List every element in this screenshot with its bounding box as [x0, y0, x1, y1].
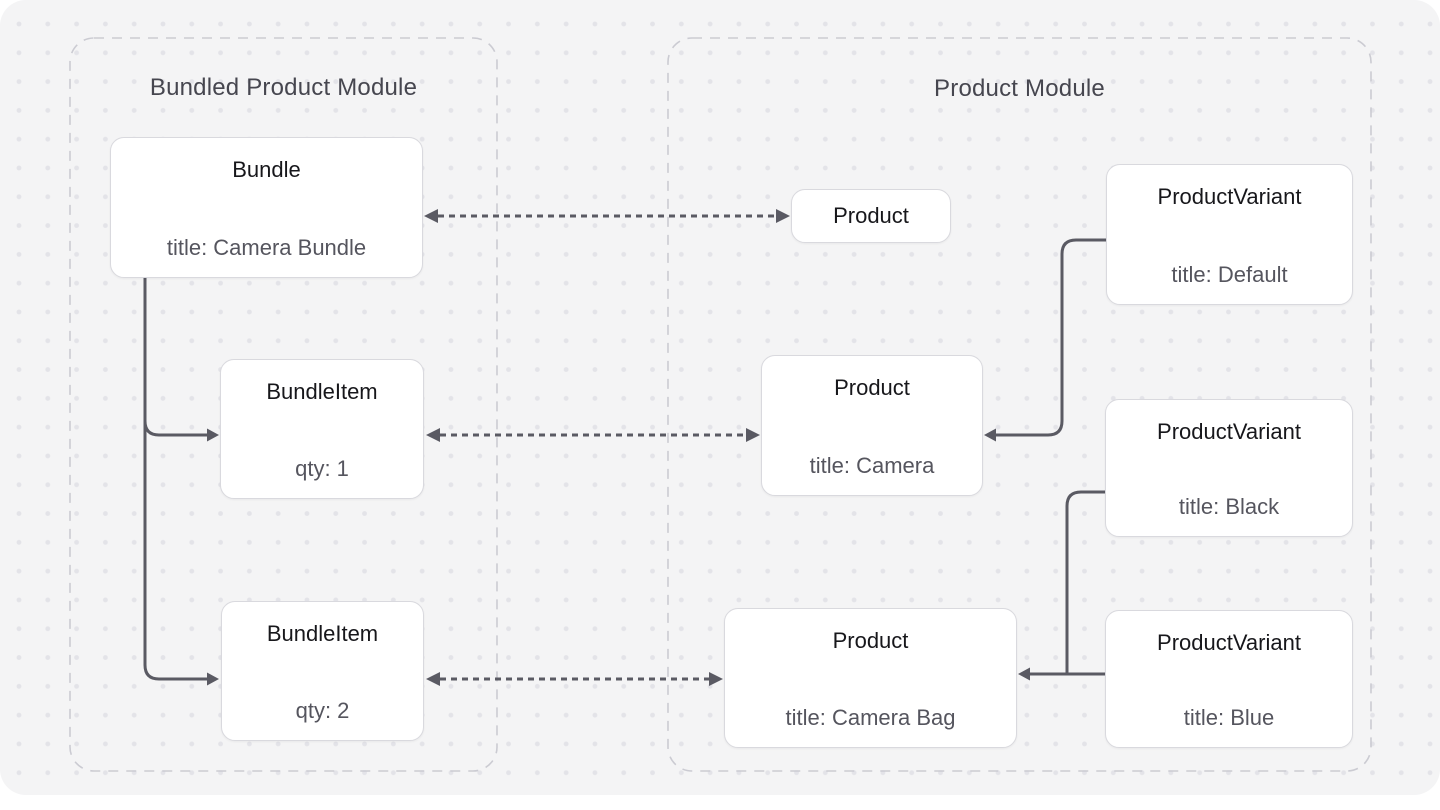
node-bundle: Bundle title: Camera Bundle: [110, 137, 423, 278]
node-title: BundleItem: [266, 379, 378, 404]
node-title: Bundle: [232, 157, 301, 182]
node-subtitle: qty: 1: [295, 456, 349, 481]
bundled-product-module-title: Bundled Product Module: [149, 74, 418, 101]
node-title: BundleItem: [266, 621, 379, 646]
node-subtitle: title: Blue: [1183, 705, 1275, 730]
node-variant-black: ProductVariant title: Black: [1105, 399, 1353, 537]
edge-variantdefault-product-camera: [984, 238, 1106, 442]
node-title: Product: [833, 203, 909, 228]
node-title: Product: [834, 375, 910, 400]
product-module-container: [667, 37, 1372, 772]
node-bundleitem-1: BundleItem qty: 1: [220, 359, 424, 499]
node-subtitle: title: Camera: [809, 453, 935, 478]
node-title: Product: [832, 628, 909, 653]
node-subtitle: title: Default: [1171, 262, 1288, 287]
edge-variantblack-product-camerabag: [1065, 490, 1105, 674]
node-variant-default: ProductVariant title: Default: [1106, 164, 1353, 305]
node-product: Product: [791, 189, 951, 243]
edge-bundleitem2-product-camerabag: [426, 672, 723, 686]
node-product-camerabag: Product title: Camera Bag: [724, 608, 1017, 748]
edge-bundle-bundleitem2: [143, 277, 219, 686]
bundled-product-module-container: [69, 37, 498, 772]
node-subtitle: title: Camera Bag: [785, 705, 956, 730]
edge-bundleitem1-product-camera: [426, 428, 760, 442]
edge-bundle-bundleitem1: [143, 277, 219, 442]
node-subtitle: title: Camera Bundle: [166, 235, 367, 260]
node-variant-blue: ProductVariant title: Blue: [1105, 610, 1353, 748]
node-subtitle: qty: 2: [295, 698, 350, 723]
product-module-title: Product Module: [934, 75, 1105, 102]
node-product-camera: Product title: Camera: [761, 355, 983, 496]
node-title: ProductVariant: [1157, 419, 1301, 444]
node-title: ProductVariant: [1157, 184, 1302, 209]
node-bundleitem-2: BundleItem qty: 2: [221, 601, 424, 741]
node-title: ProductVariant: [1157, 630, 1301, 655]
edge-variantblue-product-camerabag: [1018, 667, 1105, 681]
node-subtitle: title: Black: [1178, 494, 1280, 519]
edge-bundle-product: [424, 209, 790, 223]
